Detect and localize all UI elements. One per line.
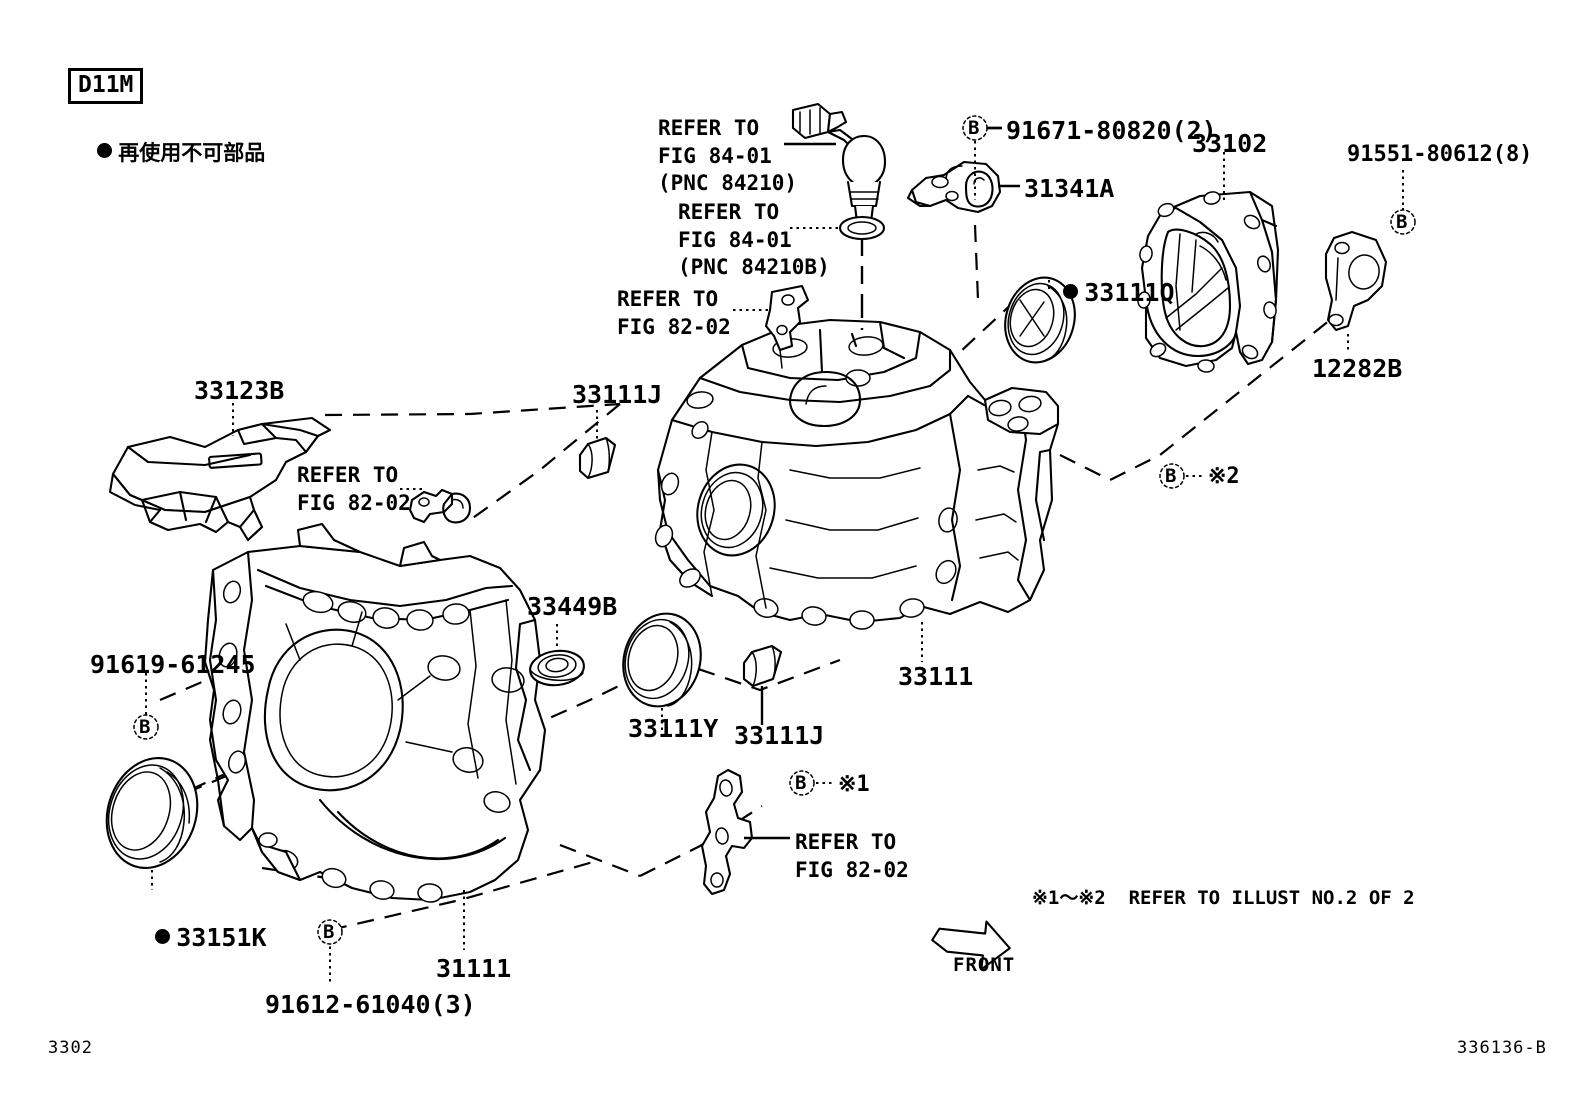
part-label-91671-80820: 91671-80820(2) <box>1006 116 1217 145</box>
part-label-33449b: 33449B <box>527 592 618 621</box>
part-33111j-dowel-lower <box>742 644 783 688</box>
nonreusable-bullet-icon <box>97 142 113 158</box>
part-fig84-01-gasket <box>838 215 886 241</box>
part-label-33123b: 33123B <box>194 376 285 405</box>
bolt-marker-b-5: B <box>1165 465 1177 487</box>
part-label-31111-lower: 31111 <box>436 954 512 983</box>
part-label-33111q: 33111Q <box>1003 243 1175 342</box>
part-label-33111j-lower: 33111J <box>734 721 825 750</box>
part-33111-transmission-case <box>654 318 1060 630</box>
star-ref-2: ※2 <box>1208 464 1240 489</box>
part-31341a-bracket <box>906 160 1002 214</box>
bolt-marker-b-6: B <box>795 772 807 794</box>
part-33151k-oil-seal <box>105 756 199 870</box>
part-31111-clutch-housing <box>203 522 547 903</box>
nonreusable-bullet-icon-33151k <box>155 929 171 944</box>
legend-nonreusable-text: 再使用不可部品 <box>118 140 266 165</box>
nonreusable-bullet-icon-33111q <box>1063 284 1079 299</box>
footer-right-code: 336136-B <box>1457 1038 1547 1058</box>
part-label-33111j-upper: 33111J <box>572 380 663 409</box>
bolt-marker-b-2: B <box>1396 211 1408 233</box>
front-label: FRONT <box>953 954 1016 976</box>
leader-lines <box>145 126 1404 985</box>
bolt-marker-b-4: B <box>323 921 335 943</box>
refer-fig82-02-top: REFER TO FIG 82-02 <box>617 287 731 339</box>
part-label-91619-61245: 91619-61245 <box>90 650 256 679</box>
part-fig84-01-switch <box>791 102 887 234</box>
bolt-marker-circles <box>133 115 1416 945</box>
part-33111j-upper <box>578 436 617 480</box>
part-label-33151k: 33151K <box>95 888 267 987</box>
part-12282b-bracket <box>1324 230 1388 332</box>
refer-fig82-02-bottom: REFER TO FIG 82-02 <box>795 830 909 882</box>
bracket-fig82-02-bottom <box>700 768 754 896</box>
front-arrow <box>931 920 1011 971</box>
part-33123b-shift-cover <box>108 416 332 542</box>
illust-note: ※1～※2 REFER TO ILLUST NO.2 OF 2 <box>1032 887 1415 909</box>
part-33449b-bearing <box>529 649 585 687</box>
part-label-33111y: 33111Y <box>628 714 719 743</box>
sheet-code-box: D11M <box>68 68 144 104</box>
part-label-12282b: 12282B <box>1312 354 1403 383</box>
part-label-91551-80612: 91551-80612(8) <box>1347 142 1533 167</box>
footer-left-code: 3302 <box>48 1038 93 1058</box>
bolt-marker-b-3: B <box>139 716 151 738</box>
part-label-33102: 33102 <box>1192 129 1268 158</box>
star-ref-1: ※1 <box>838 772 870 797</box>
bracket-fig82-02-left <box>408 488 472 524</box>
part-33111q-oil-seal <box>1004 276 1076 364</box>
part-label-91612-61040: 91612-61040(3) <box>265 990 476 1019</box>
part-33111y-oil-seal <box>622 612 702 708</box>
part-33102-housing-cover <box>1137 190 1280 373</box>
legend-nonreusable: 再使用不可部品 <box>68 112 265 195</box>
part-label-31341a: 31341A <box>1024 174 1115 203</box>
part-label-33111: 33111 <box>898 662 974 691</box>
refer-fig82-02-left: REFER TO FIG 82-02 <box>297 463 411 515</box>
bolt-marker-b-1: B <box>968 117 980 139</box>
refer-fig84-01-b: REFER TO FIG 84-01 (PNC 84210B) <box>678 200 830 280</box>
bracket-fig82-02-top <box>764 284 810 369</box>
refer-fig84-01-a: REFER TO FIG 84-01 (PNC 84210) <box>658 116 798 196</box>
